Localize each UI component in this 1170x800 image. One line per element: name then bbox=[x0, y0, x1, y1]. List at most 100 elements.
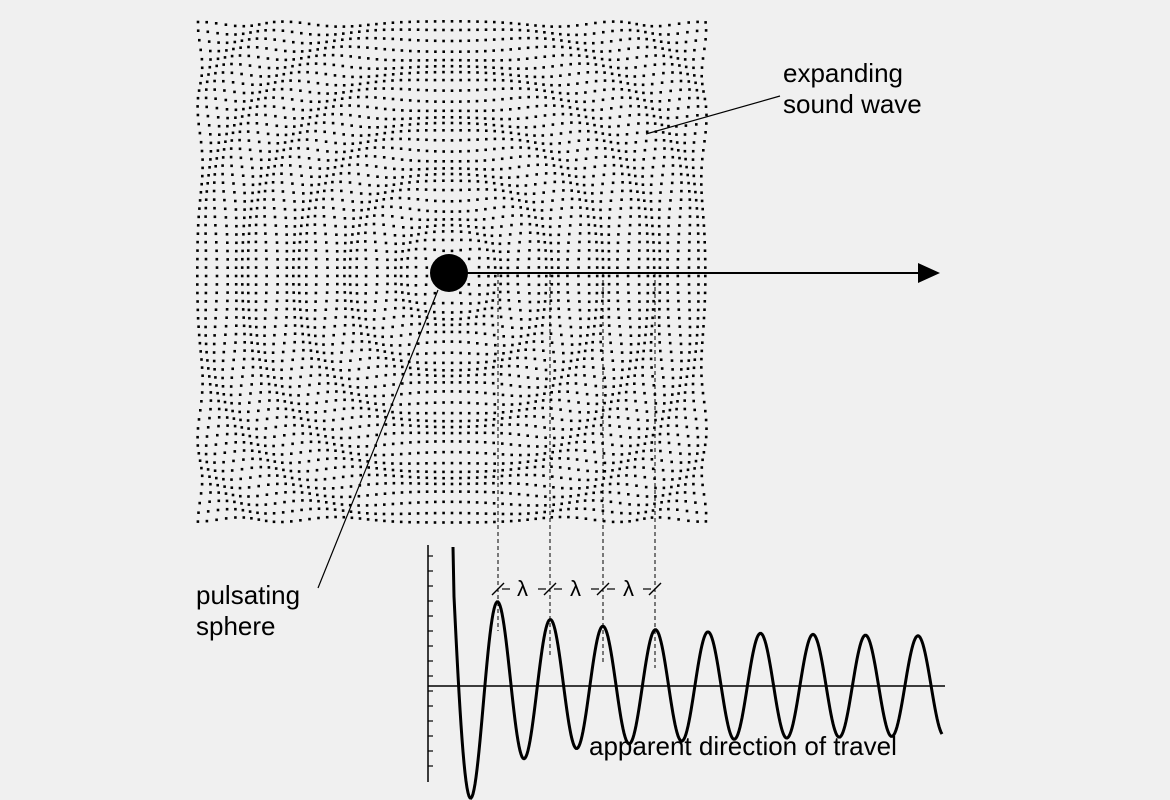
particle-dot bbox=[671, 164, 675, 167]
particle-dot bbox=[595, 470, 598, 473]
particle-dot bbox=[289, 376, 292, 380]
particle-dot bbox=[264, 308, 267, 312]
particle-dot bbox=[637, 503, 640, 507]
particle-dot bbox=[416, 180, 419, 183]
particle-dot bbox=[501, 411, 505, 414]
particle-dot bbox=[231, 131, 235, 135]
particle-dot bbox=[263, 436, 267, 439]
particle-dot bbox=[500, 491, 504, 495]
particle-dot bbox=[215, 249, 218, 253]
particle-dot bbox=[323, 427, 326, 431]
particle-dot bbox=[661, 47, 664, 50]
plot-y-ticks bbox=[428, 555, 433, 767]
particle-dot bbox=[696, 105, 700, 108]
particle-dot bbox=[285, 225, 288, 228]
particle-dot bbox=[537, 292, 541, 295]
particle-dot bbox=[467, 431, 470, 435]
particle-dot bbox=[629, 343, 633, 346]
particle-dot bbox=[214, 71, 217, 75]
particle-dot bbox=[401, 365, 404, 369]
particle-dot bbox=[344, 241, 347, 245]
particle-dot bbox=[658, 24, 662, 28]
particle-dot bbox=[544, 96, 547, 99]
particle-dot bbox=[593, 56, 596, 60]
particle-dot bbox=[360, 208, 363, 212]
particle-dot bbox=[221, 71, 225, 74]
particle-dot bbox=[474, 322, 478, 326]
particle-dot bbox=[318, 175, 321, 179]
particle-dot bbox=[500, 481, 503, 485]
particle-dot bbox=[629, 351, 633, 354]
particle-dot bbox=[400, 38, 403, 41]
particle-dot bbox=[545, 377, 548, 381]
particle-dot bbox=[518, 519, 521, 522]
particle-dot bbox=[204, 308, 207, 312]
particle-dot bbox=[289, 147, 292, 150]
particle-dot bbox=[620, 96, 624, 99]
particle-dot bbox=[616, 482, 620, 486]
particle-dot bbox=[483, 441, 487, 444]
particle-dot bbox=[324, 435, 327, 438]
particle-dot bbox=[484, 174, 487, 178]
particle-dot bbox=[675, 141, 679, 144]
particle-dot bbox=[241, 508, 245, 512]
particle-dot bbox=[310, 183, 313, 187]
particle-dot bbox=[475, 490, 479, 494]
particle-dot bbox=[578, 478, 581, 482]
particle-dot bbox=[267, 408, 270, 411]
particle-dot bbox=[433, 188, 437, 192]
particle-dot bbox=[317, 516, 320, 520]
particle-dot bbox=[468, 179, 471, 183]
particle-dot bbox=[263, 351, 267, 354]
particle-dot bbox=[618, 215, 622, 219]
particle-dot bbox=[273, 502, 277, 505]
particle-dot bbox=[591, 499, 595, 502]
particle-dot bbox=[298, 300, 302, 303]
particle-dot bbox=[634, 90, 638, 94]
particle-dot-field bbox=[196, 20, 708, 524]
particle-dot bbox=[659, 116, 662, 119]
particle-dot bbox=[608, 133, 612, 136]
particle-dot bbox=[549, 299, 553, 302]
particle-dot bbox=[583, 166, 587, 170]
particle-dot bbox=[197, 215, 200, 219]
particle-dot bbox=[200, 482, 204, 486]
particle-dot bbox=[643, 64, 647, 68]
particle-dot bbox=[637, 206, 641, 210]
particle-dot bbox=[680, 181, 683, 184]
particle-dot bbox=[650, 174, 654, 178]
particle-dot bbox=[695, 511, 699, 514]
particle-dot bbox=[323, 317, 327, 320]
particle-dot bbox=[687, 105, 690, 109]
particle-dot bbox=[280, 172, 283, 175]
particle-dot bbox=[549, 398, 553, 402]
particle-dot bbox=[383, 107, 387, 111]
particle-dot bbox=[559, 508, 562, 512]
particle-dot bbox=[310, 357, 313, 360]
particle-dot bbox=[272, 342, 275, 346]
particle-dot bbox=[417, 174, 420, 177]
particle-dot bbox=[325, 400, 328, 403]
particle-dot bbox=[384, 373, 388, 377]
particle-dot bbox=[617, 224, 621, 228]
particle-dot bbox=[301, 108, 304, 112]
particle-dot bbox=[644, 401, 648, 404]
particle-dot bbox=[292, 58, 295, 61]
particle-dot bbox=[450, 411, 454, 415]
particle-dot bbox=[248, 434, 252, 438]
particle-dot bbox=[586, 71, 590, 74]
particle-dot bbox=[381, 214, 385, 217]
particle-dot bbox=[700, 383, 704, 386]
particle-dot bbox=[501, 468, 504, 472]
particle-dot bbox=[391, 189, 394, 193]
particle-dot bbox=[267, 75, 271, 78]
particle-dot bbox=[633, 382, 636, 385]
particle-dot bbox=[246, 266, 250, 269]
particle-dot bbox=[231, 173, 234, 176]
particle-dot bbox=[519, 155, 522, 158]
particle-dot bbox=[467, 65, 471, 68]
particle-dot bbox=[544, 45, 547, 48]
particle-dot bbox=[392, 315, 396, 319]
particle-dot bbox=[637, 342, 640, 346]
particle-dot bbox=[567, 308, 571, 311]
